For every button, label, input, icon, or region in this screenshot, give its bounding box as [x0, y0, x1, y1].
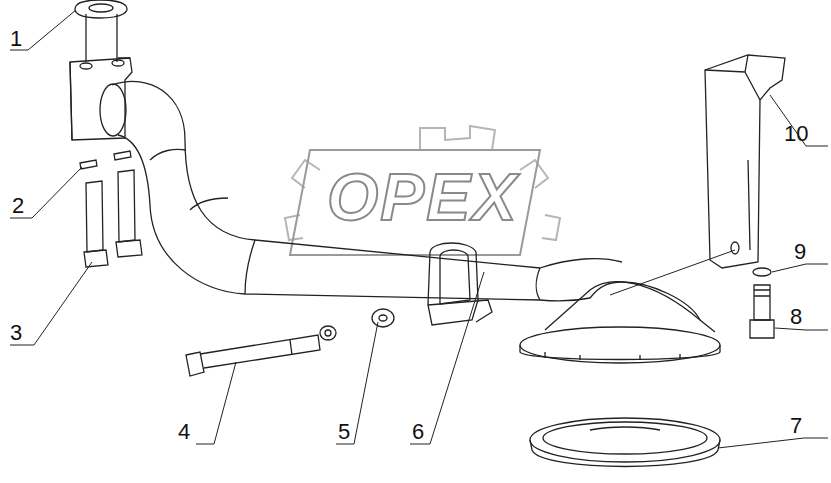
callout-number: 2	[12, 195, 24, 217]
callout-number: 6	[412, 421, 424, 443]
pipe-clamp	[428, 243, 492, 325]
oil-pipe	[100, 81, 622, 300]
bracket	[705, 55, 785, 268]
callout-number: 4	[178, 421, 190, 443]
sealing-ring	[530, 418, 720, 467]
callout-number: 7	[790, 415, 802, 437]
oil-strainer	[520, 282, 720, 363]
gasket	[75, 0, 127, 18]
callout-number: 8	[790, 306, 802, 328]
callout-number: 1	[10, 28, 22, 50]
bolt	[186, 309, 394, 376]
watermark-gear	[285, 126, 560, 255]
callout-number: 9	[794, 241, 806, 263]
leader-line	[10, 10, 828, 448]
watermark: OPEX	[327, 164, 518, 230]
callout-number: 5	[338, 421, 350, 443]
callout-number: 10	[784, 123, 808, 145]
bolt	[750, 268, 774, 338]
bolts-and-washers	[80, 151, 142, 267]
callout-number: 3	[10, 322, 22, 344]
